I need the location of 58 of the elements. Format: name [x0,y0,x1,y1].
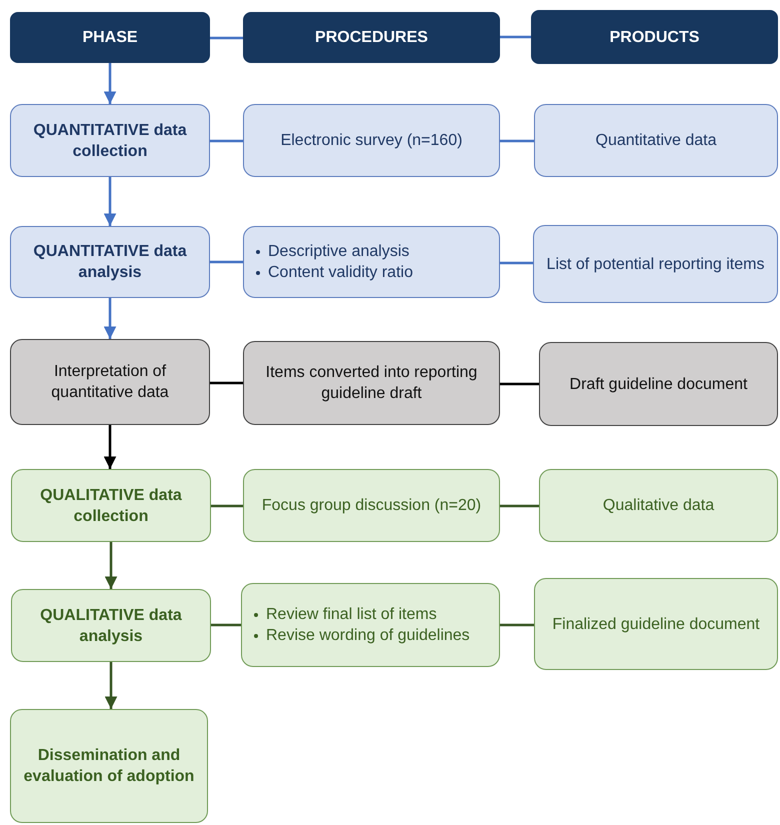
box-text: Qualitative data [602,496,714,516]
arrow [104,542,118,589]
box-text: Dissemination and evaluation of adoption [22,746,196,787]
process-box [243,226,500,298]
process-box [10,104,210,177]
process-box [10,709,208,823]
process-box [11,589,211,662]
connector-line [210,36,243,40]
column-header [531,10,778,64]
box-text: QUANTITATIVE data analysis [32,242,188,283]
arrow [104,425,116,469]
box-text: Items converted into reporting guideline draft [264,363,478,404]
bullet-item: Revise wording of guidelines [250,625,470,646]
connector-line [210,382,243,384]
bullet-item: Content validity ratio [252,262,413,283]
box-text: Electronic survey (n=160) [280,131,462,151]
arrow [104,298,116,339]
arrow [104,662,118,709]
arrow [104,63,116,104]
column-header [10,12,210,63]
bullet-item: Descriptive analysis [252,241,413,262]
connector-line [210,260,243,264]
process-box [10,226,210,298]
connector-line [500,140,534,142]
box-text: Focus group discussion (n=20) [262,496,482,516]
connector-line [211,624,241,626]
process-box [11,469,211,542]
process-box [534,104,778,177]
box-text: QUANTITATIVE data collection [32,120,188,162]
process-box [539,469,778,542]
process-box [10,339,210,425]
box-text: List of potential reporting items [546,254,764,274]
box-text: QUALITATIVE data collection [39,486,183,526]
box-text: Draft guideline document [570,374,748,394]
process-box [243,341,500,425]
process-box [243,104,500,177]
process-box [534,578,778,670]
process-box [243,469,500,542]
column-header [243,12,500,63]
header-text: PROCEDURES [315,28,428,48]
connector-line [211,504,243,508]
arrow [104,177,116,226]
header-text: PHASE [82,28,138,48]
connector-line [210,140,243,142]
box-text: Quantitative data [596,131,716,151]
header-text: PRODUCTS [610,28,700,48]
process-box [241,583,500,667]
connector-line [500,36,531,38]
process-box [539,342,778,426]
process-box [533,225,778,303]
connector-line [500,382,539,386]
connector-line [500,624,534,626]
bullet-item: Review final list of items [250,604,470,625]
connector-line [500,504,539,508]
box-text: Interpretation of quantitative data [50,362,170,403]
box-text: Finalized guideline document [552,614,760,634]
connector-line [500,262,533,264]
box-text: QUALITATIVE data analysis [39,606,183,646]
